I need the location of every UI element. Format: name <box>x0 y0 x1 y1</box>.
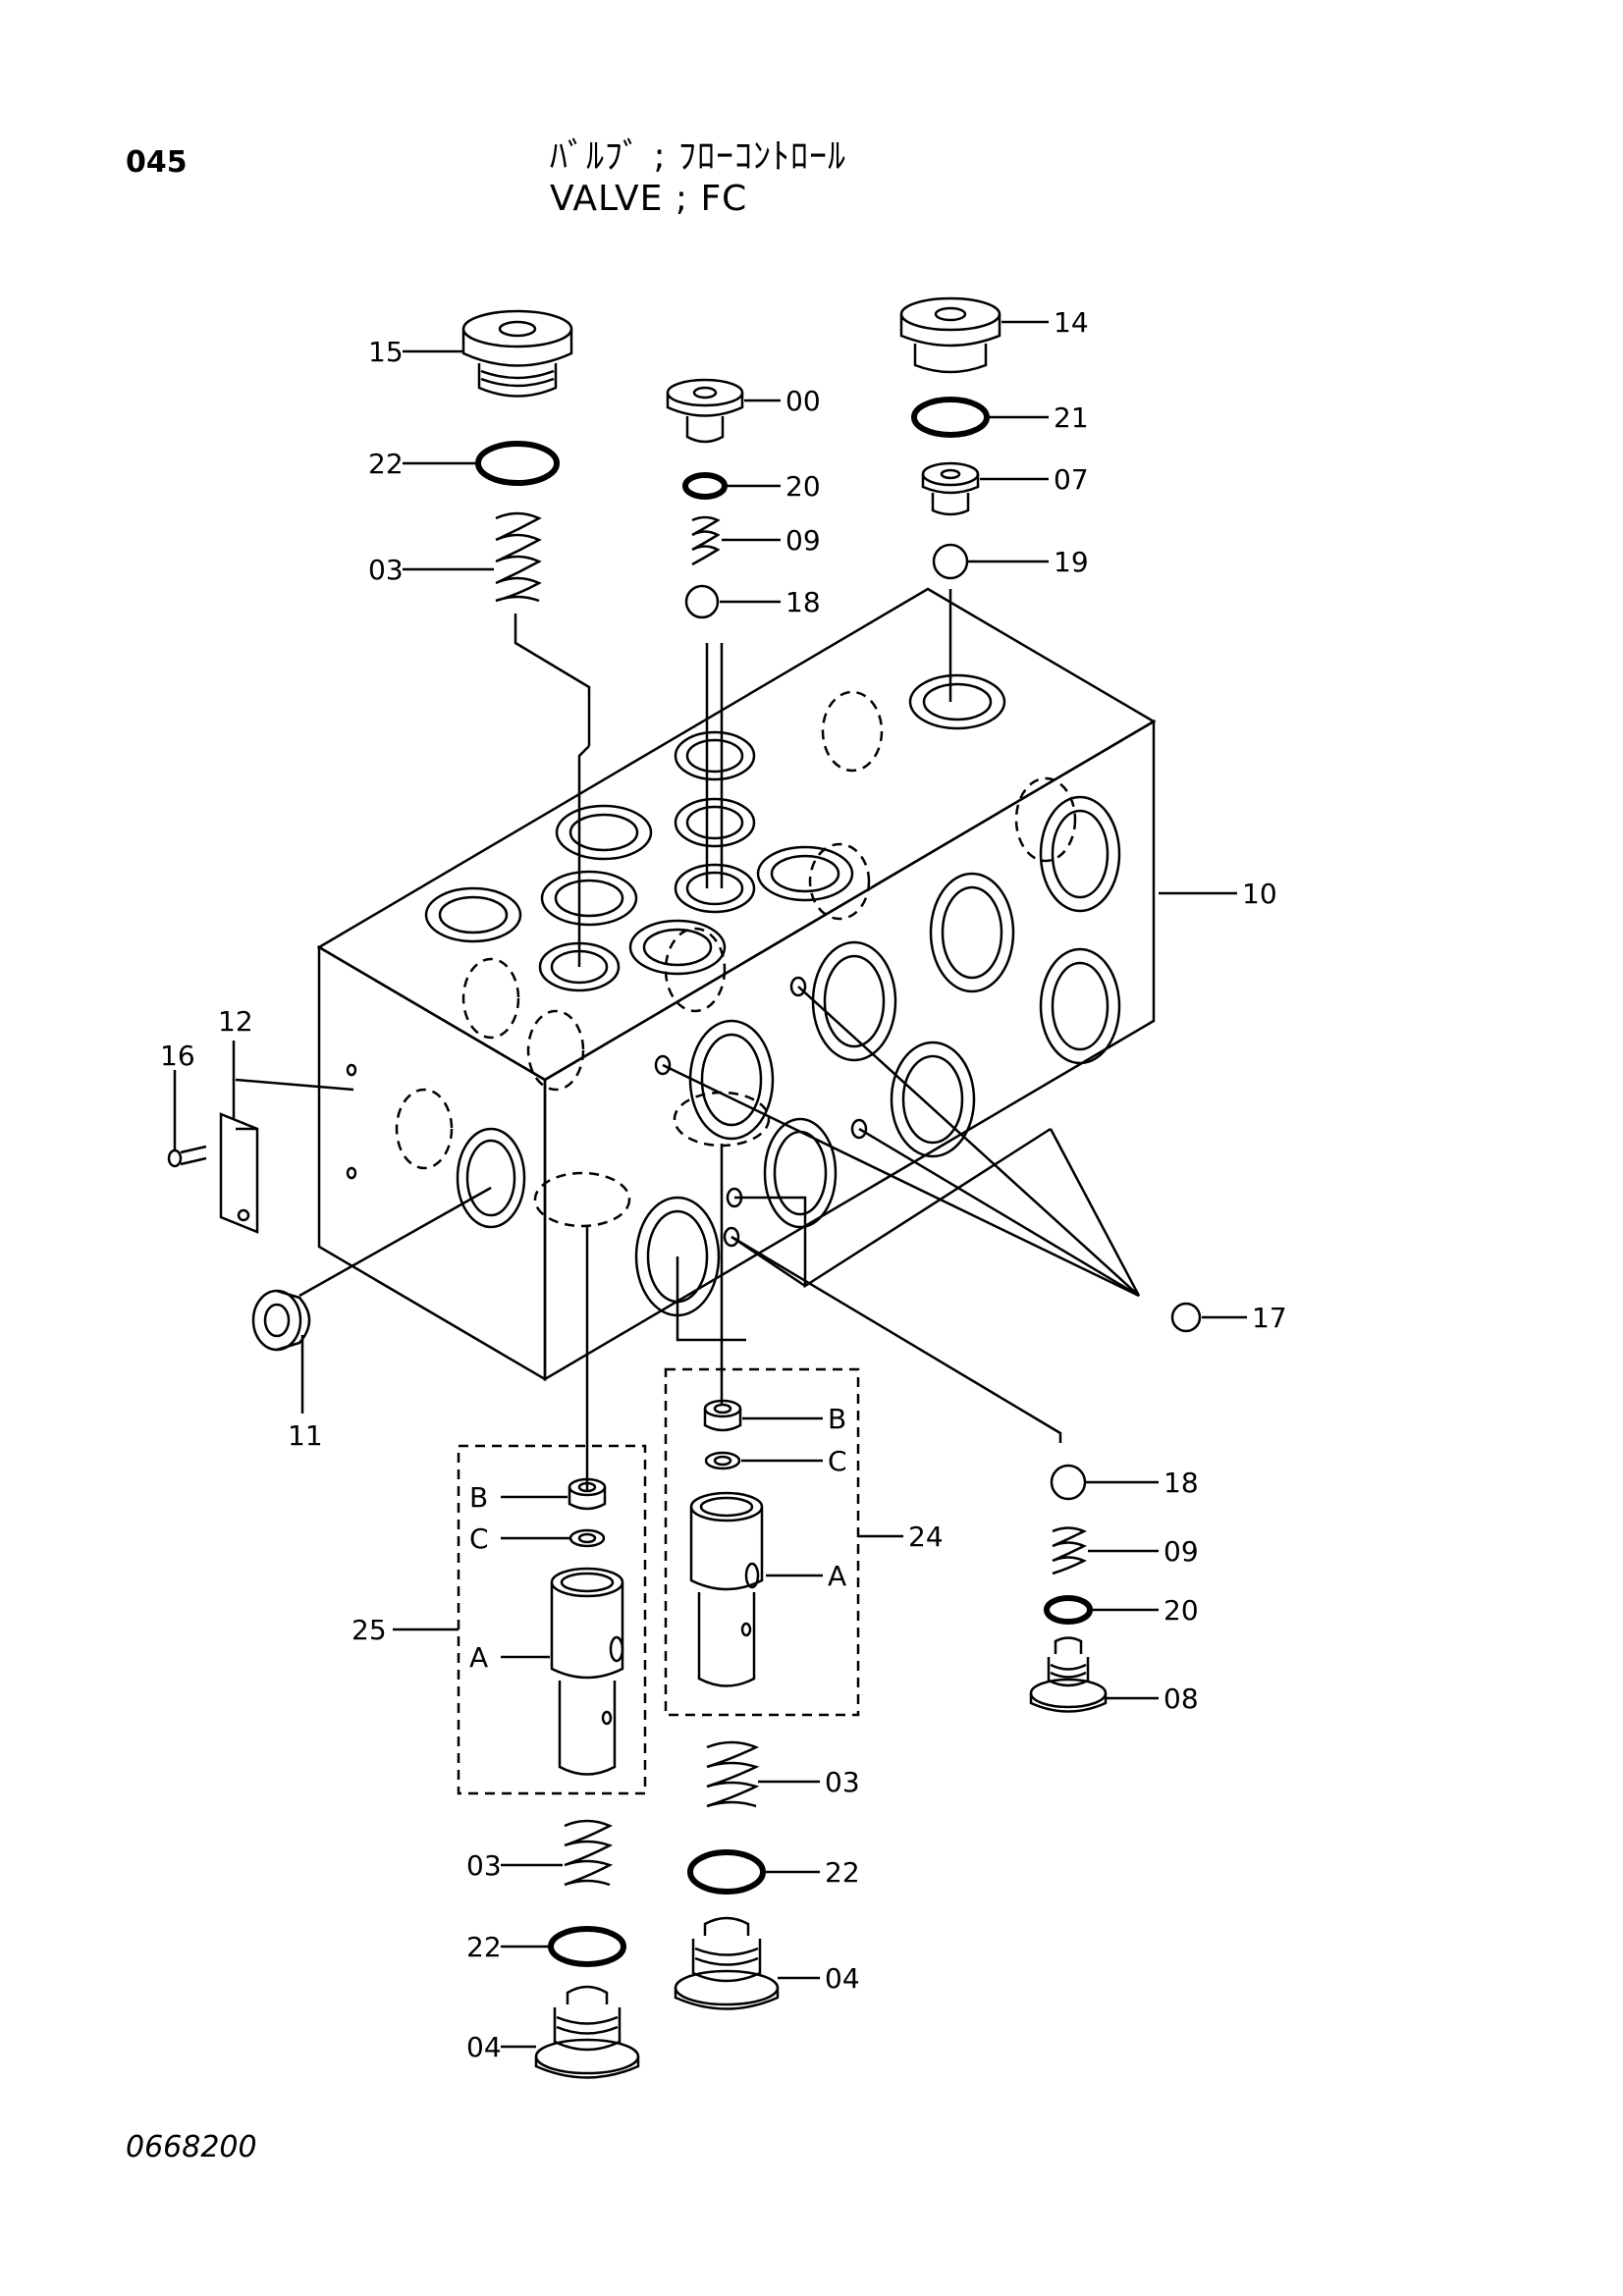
callout-20: 20 <box>785 470 821 503</box>
part-22-oring-top <box>403 441 560 486</box>
part-18-ball-top <box>684 584 781 619</box>
part-18-ball-right <box>1050 1464 1159 1501</box>
callout-04b: 04 <box>825 1962 860 1995</box>
callout-22c: 22 <box>466 1931 502 1963</box>
assembly-25 <box>393 1444 647 1795</box>
callout-14: 14 <box>1054 306 1089 339</box>
title-english: VALVE ; FC <box>550 179 748 219</box>
callout-20b: 20 <box>1163 1594 1199 1627</box>
callout-03c: 03 <box>466 1849 502 1882</box>
part-09-spring-right <box>1052 1526 1159 1575</box>
callout-25-B: B <box>469 1481 488 1514</box>
part-20-oring-right <box>1044 1595 1159 1625</box>
part-17-ball <box>1170 1302 1247 1333</box>
callout-09: 09 <box>785 524 821 557</box>
part-03-spring-mid <box>706 1740 820 1808</box>
callout-19: 19 <box>1054 546 1089 578</box>
part-20-oring-top <box>682 472 781 500</box>
part-04-plug-low <box>501 1985 640 2079</box>
part-08-plug <box>1029 1636 1159 1713</box>
callout-11: 11 <box>288 1419 323 1452</box>
part-00-plug <box>666 378 781 444</box>
callout-04c: 04 <box>466 2031 502 2063</box>
part-07-plug <box>921 461 1049 516</box>
callout-21: 21 <box>1054 401 1089 434</box>
callout-18b: 18 <box>1163 1467 1199 1499</box>
part-11-plug <box>251 1289 311 1414</box>
valve-body <box>235 587 1237 1492</box>
callout-18: 18 <box>785 586 821 618</box>
part-22-oring-mid <box>687 1849 820 1895</box>
part-12-plate <box>219 1041 259 1234</box>
assembly-24 <box>664 1367 903 1717</box>
part-04-plug-mid <box>674 1916 820 2010</box>
callout-15: 15 <box>368 336 404 368</box>
drawing-number: 0668200 <box>126 2130 257 2164</box>
callout-25-C: C <box>469 1522 489 1555</box>
callout-22: 22 <box>368 448 404 480</box>
part-14-plug <box>899 296 1049 374</box>
callout-labels: 15 22 03 00 20 09 18 14 21 07 19 10 12 1… <box>160 306 1287 2063</box>
callout-12: 12 <box>218 1005 253 1038</box>
callout-22b: 22 <box>825 1856 860 1889</box>
part-15-plug <box>403 309 573 398</box>
callout-16: 16 <box>160 1040 195 1072</box>
title-japanese: ﾊﾞﾙﾌﾞ ; ﾌﾛｰｺﾝﾄﾛｰﾙ <box>550 136 847 177</box>
side-ports <box>346 795 1121 1317</box>
callout-24-B: B <box>828 1403 846 1435</box>
part-21-oring <box>911 397 1049 438</box>
callout-08: 08 <box>1163 1682 1199 1715</box>
page-number: 045 <box>126 145 188 180</box>
part-19-ball <box>932 543 1049 580</box>
part-22-oring-low <box>501 1926 626 1967</box>
callout-03: 03 <box>368 554 404 586</box>
part-09-spring-top <box>691 515 781 566</box>
part-03-spring-low <box>501 1819 614 1887</box>
callout-07: 07 <box>1054 463 1089 496</box>
callout-17: 17 <box>1252 1302 1287 1334</box>
assembly-leaders <box>235 589 1237 1492</box>
callout-00: 00 <box>785 385 821 417</box>
callout-03b: 03 <box>825 1766 860 1798</box>
callout-24-A: A <box>828 1560 846 1592</box>
callout-25-A: A <box>469 1641 488 1674</box>
callout-09b: 09 <box>1163 1535 1199 1568</box>
callout-25: 25 <box>352 1614 387 1646</box>
callout-10: 10 <box>1242 878 1277 910</box>
callout-24-C: C <box>828 1445 847 1477</box>
part-16-screw <box>167 1070 207 1168</box>
callout-24: 24 <box>908 1521 944 1553</box>
top-ports <box>424 673 1006 992</box>
part-03-spring-top <box>403 511 542 603</box>
